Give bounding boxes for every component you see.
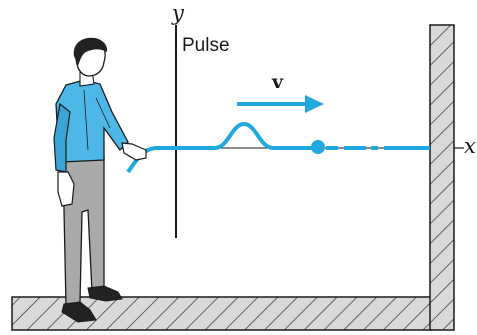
rope [128,124,430,172]
person-figure [54,38,146,322]
x-axis-label: x [464,134,476,158]
rope-marker-dot [311,140,325,154]
velocity-arrow [237,95,324,113]
wall [430,25,454,330]
velocity-label: v [271,71,284,93]
y-axis-label: y [171,1,185,25]
pulse-label: Pulse [182,35,230,56]
